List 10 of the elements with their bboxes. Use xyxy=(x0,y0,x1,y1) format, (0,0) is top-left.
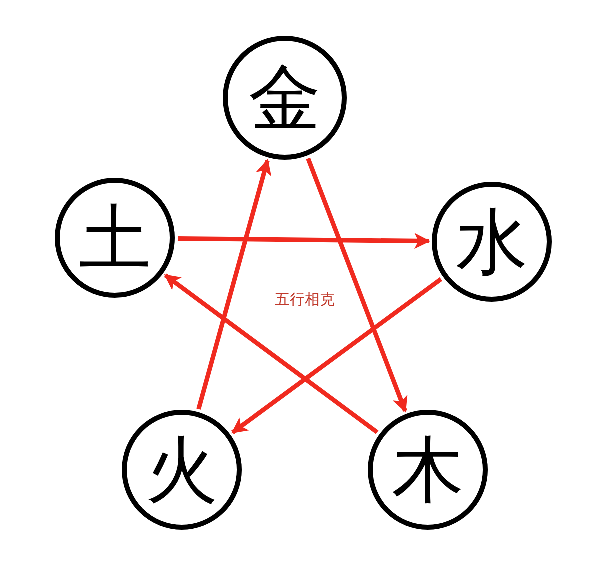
arrow xyxy=(231,277,443,435)
arrow xyxy=(306,158,408,413)
element-circle: 火 xyxy=(122,410,242,530)
arrow xyxy=(164,274,379,434)
element-circle: 木 xyxy=(368,410,488,530)
arrow xyxy=(196,159,272,410)
element-circle: 土 xyxy=(55,178,175,298)
element-circle: 金 xyxy=(223,36,347,160)
element-circle: 水 xyxy=(432,182,552,302)
arrow xyxy=(178,233,431,250)
